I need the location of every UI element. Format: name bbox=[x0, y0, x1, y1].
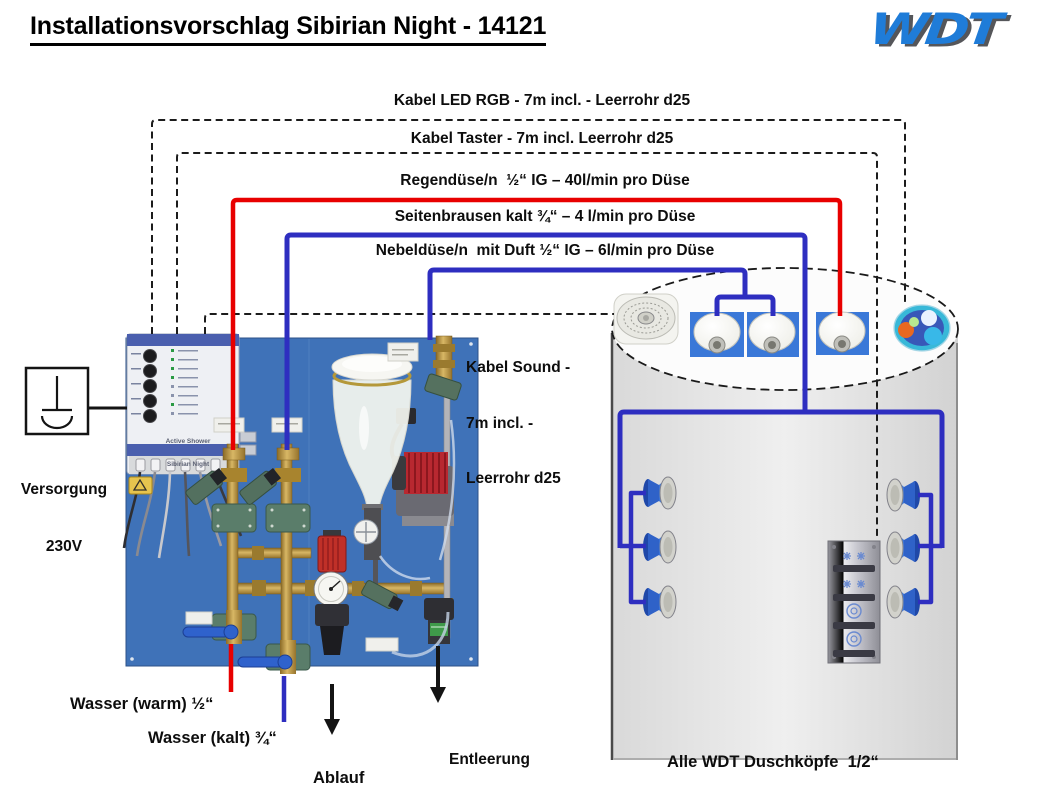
cable-glands bbox=[135, 458, 221, 472]
cable-sound-line bbox=[204, 313, 614, 334]
label-kabel-taster: Kabel Taster - 7m incl. Leerrohr d25 bbox=[410, 130, 674, 147]
dosing-pump bbox=[389, 408, 454, 526]
side-jet-pipe bbox=[284, 232, 808, 450]
pressure-reducer bbox=[313, 530, 349, 607]
power-socket-icon bbox=[24, 366, 90, 436]
mist-pipe bbox=[427, 267, 748, 340]
mist-nozzles bbox=[690, 312, 799, 357]
mist-pipe-tee bbox=[714, 294, 776, 316]
taster-panel bbox=[827, 540, 881, 664]
wdt-logo: WDT bbox=[866, 4, 1002, 55]
label-wasser-kalt: Wasser (kalt) ¾“ bbox=[148, 729, 277, 747]
side-jets-right bbox=[886, 478, 921, 619]
drain-solenoid bbox=[424, 598, 454, 644]
label-kabel-led: Kabel LED RGB - 7m incl. - Leerrohr d25 bbox=[393, 92, 691, 109]
controller-unit bbox=[122, 333, 257, 559]
rohrtrenner-valve bbox=[315, 604, 349, 655]
label-seitenbrausen: Seitenbrausen kalt ¾“ – 4 l/min pro Düse bbox=[394, 208, 696, 225]
jet-manifold bbox=[617, 409, 945, 548]
controller-label: Active Shower Sibirian Night bbox=[165, 438, 211, 468]
drain-arrow-head bbox=[324, 719, 340, 735]
label-regenduese: Regendüse/n ½“ IG – 40l/min pro Düse bbox=[400, 172, 690, 189]
routing-lines bbox=[88, 119, 945, 722]
shower-column bbox=[610, 267, 959, 760]
rgb-led-icon bbox=[893, 304, 951, 352]
power-supply-label: Versorgung 230V bbox=[20, 481, 108, 555]
label-duschkoepfe: Alle WDT Duschköpfe 1/2“ IG (außer Seite… bbox=[667, 753, 879, 771]
speaker-icon bbox=[613, 293, 679, 345]
mounting-panel bbox=[122, 333, 479, 674]
label-ablauf: Ablauf Rohrtrenner bbox=[313, 769, 365, 787]
empty-arrow-head bbox=[430, 687, 446, 703]
fragrance-funnel bbox=[331, 353, 413, 588]
label-kabel-sound: Kabel Sound - 7m incl. - Leerrohr d25 bbox=[466, 359, 571, 487]
solenoid-valve-kalt bbox=[237, 447, 311, 674]
warning-sticker-icon bbox=[128, 476, 153, 495]
rain-nozzle bbox=[816, 311, 869, 355]
solenoid-valve-warm bbox=[182, 447, 257, 644]
side-jets-left bbox=[642, 476, 677, 619]
label-nebelduese: Nebeldüse/n mit Duft ½“ IG – 6l/min pro … bbox=[375, 242, 715, 259]
cable-led-line bbox=[151, 119, 906, 334]
tubing bbox=[378, 419, 456, 658]
label-wasser-warm: Wasser (warm) ½“ bbox=[70, 695, 214, 713]
injection-solenoid bbox=[361, 580, 404, 612]
page-title: Installationsvorschlag Sibirian Night - … bbox=[30, 12, 546, 46]
cable-taster-line bbox=[176, 152, 878, 540]
label-entleerung: Entleerung (Schlauch- anschluss d20) bbox=[449, 751, 530, 768]
rain-pipe bbox=[230, 197, 843, 450]
